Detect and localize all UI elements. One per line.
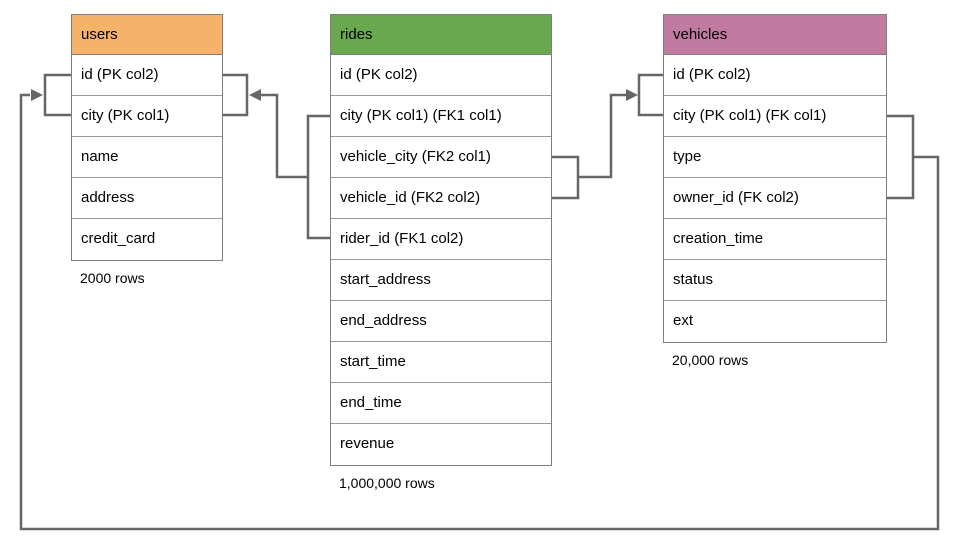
column-row: city (PK col1)	[72, 96, 222, 137]
column-row: rider_id (FK1 col2)	[331, 219, 551, 260]
column-row: end_time	[331, 383, 551, 424]
row-count-label: 2000 rows	[80, 270, 145, 286]
column-row: type	[664, 137, 886, 178]
column-row: city (PK col1) (FK1 col1)	[331, 96, 551, 137]
table-users: users id (PK col2) city (PK col1) name a…	[71, 14, 223, 286]
table-vehicles-box: vehicles id (PK col2) city (PK col1) (FK…	[663, 14, 887, 343]
arrowhead-into-users	[31, 89, 43, 101]
relationship-rides-to-users	[222, 73, 330, 240]
column-row: creation_time	[664, 219, 886, 260]
arrowhead-into-users	[249, 89, 261, 101]
column-row: end_address	[331, 301, 551, 342]
connector-elbow	[578, 93, 627, 179]
vehicles-pk-bracket-left	[637, 73, 663, 117]
column-row: id (PK col2)	[664, 55, 886, 96]
column-row: start_time	[331, 342, 551, 383]
column-row: start_address	[331, 260, 551, 301]
users-pk-bracket-right	[222, 73, 249, 117]
column-row: revenue	[340, 435, 395, 452]
column-row: vehicle_id (FK2 col2)	[331, 178, 551, 219]
column-row: owner_id (FK col2)	[664, 178, 886, 219]
rides-fk1-bracket-left	[306, 114, 330, 240]
table-users-box: users id (PK col2) city (PK col1) name a…	[71, 14, 223, 261]
column-row: id (PK col2)	[72, 55, 222, 96]
row-count-label: 1,000,000 rows	[339, 475, 435, 491]
connector-elbow	[260, 93, 308, 179]
table-users-header: users	[72, 15, 222, 55]
connector-elbow-long	[19, 93, 940, 531]
column-row: id (PK col2)	[331, 55, 551, 96]
column-row: vehicle_city (FK2 col1)	[331, 137, 551, 178]
column-row: address	[72, 178, 222, 219]
column-row: city (PK col1) (FK col1)	[664, 96, 886, 137]
arrowhead-into-vehicles	[626, 89, 638, 101]
rides-fk2-bracket-right	[552, 155, 580, 200]
users-pk-bracket-left	[43, 73, 71, 117]
table-vehicles: vehicles id (PK col2) city (PK col1) (FK…	[663, 14, 887, 368]
column-row: status	[664, 260, 886, 301]
row-count-label: 20,000 rows	[672, 352, 749, 368]
table-rides-box: rides id (PK col2) city (PK col1) (FK1 c…	[330, 14, 552, 466]
column-row: credit_card	[81, 230, 156, 247]
column-row: name	[72, 137, 222, 178]
relationship-rides-to-vehicles	[552, 73, 663, 200]
relationship-vehicles-to-users	[19, 73, 940, 531]
table-rides-header: rides	[331, 15, 551, 55]
column-row: ext	[673, 312, 694, 329]
vehicles-fk-bracket-right	[887, 114, 915, 200]
table-rides: rides id (PK col2) city (PK col1) (FK1 c…	[330, 14, 552, 491]
table-vehicles-header: vehicles	[664, 15, 886, 55]
